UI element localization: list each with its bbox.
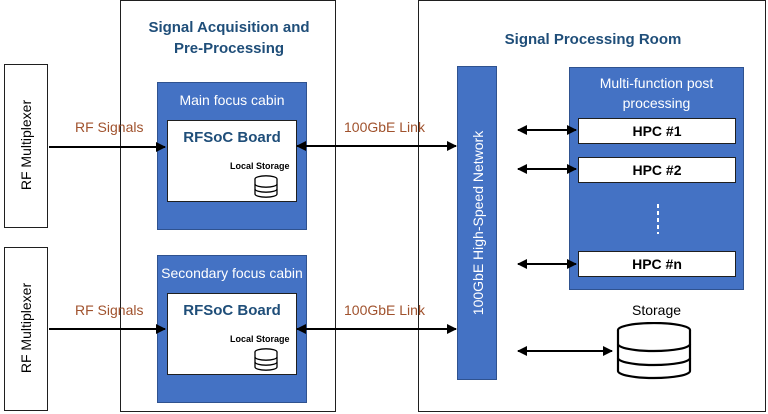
- link-top-label: 100GbE Link: [344, 119, 425, 135]
- rf-multiplexer-top: RF Multiplexer: [4, 64, 48, 228]
- main-local-storage-label: Local Storage: [230, 161, 290, 171]
- main-rfsoc-board: RFSoC Board Local Storage: [167, 120, 297, 202]
- post-processing-block: Multi-function post processing HPC #1 HP…: [569, 67, 744, 290]
- secondary-local-storage-label: Local Storage: [230, 334, 290, 344]
- post-processing-line1: Multi-function post: [599, 75, 714, 91]
- link-bottom-label: 100GbE Link: [344, 302, 425, 318]
- secondary-board-title: RFSoC Board: [183, 302, 281, 319]
- main-board-title: RFSoC Board: [183, 129, 281, 146]
- post-processing-line2: processing: [622, 95, 691, 111]
- secondary-cabin-title: Secondary focus cabin: [161, 265, 303, 281]
- rf-signals-top-label: RF Signals: [75, 119, 144, 135]
- rf-multiplexer-bottom: RF Multiplexer: [4, 247, 48, 411]
- main-focus-cabin: Main focus cabin RFSoC Board Local Stora…: [157, 82, 307, 230]
- main-local-storage-icon: [254, 175, 278, 198]
- hpc-node-2: HPC #2: [578, 157, 736, 183]
- hpc-node-1: HPC #1: [578, 118, 736, 144]
- secondary-rfsoc-board: RFSoC Board Local Storage: [167, 293, 297, 375]
- hpc-node-n: HPC #n: [578, 251, 736, 277]
- acquisition-title-line2: Pre-Processing: [173, 40, 285, 57]
- high-speed-network: 100GbE High-Speed Network: [457, 66, 497, 380]
- secondary-local-storage-icon: [254, 348, 278, 371]
- acquisition-title-line1: Signal Acquisition and: [148, 19, 310, 36]
- secondary-focus-cabin: Secondary focus cabin RFSoC Board Local …: [157, 255, 307, 403]
- rf-signals-bottom-label: RF Signals: [75, 302, 144, 318]
- storage-icon: [616, 322, 692, 380]
- main-cabin-title: Main focus cabin: [179, 92, 285, 108]
- storage-label: Storage: [632, 302, 682, 318]
- processing-room-title: Signal Processing Room: [504, 31, 682, 48]
